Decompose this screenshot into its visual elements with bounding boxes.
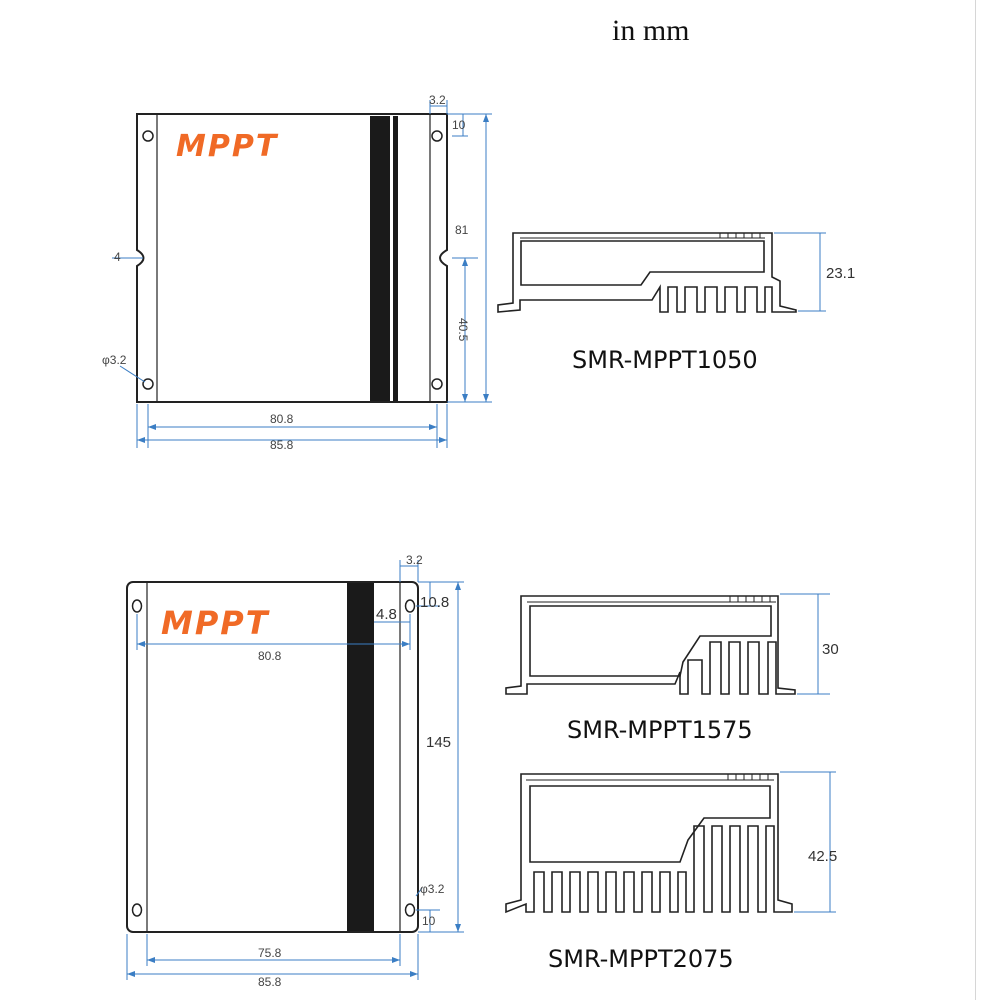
model-label-1050: SMR-MPPT1050 [572, 346, 758, 374]
dim-1050-lower-height: 40.5 [456, 318, 470, 342]
dim-1575-slot-offset: 4.8 [376, 606, 397, 623]
mppt1050-front-view: MPPT [102, 93, 492, 452]
mppt1575-front-view: MPPT [126, 553, 464, 989]
dim-1575-hole-span: 80.8 [258, 649, 282, 663]
dim-1050-outer-width: 85.8 [270, 438, 294, 452]
dim-1575-inner-width: 75.8 [258, 946, 282, 960]
dim-1050-top-edge: 10 [452, 118, 466, 132]
dim-1575-outer-width: 85.8 [258, 975, 282, 989]
mppt1050-profile-view: 23.1 [497, 232, 855, 313]
dim-1050-notch: 4 [114, 250, 121, 264]
dim-1575-bottom-edge: 10 [422, 914, 436, 928]
model-label-2075: SMR-MPPT2075 [548, 945, 734, 973]
mppt1575-profile-view: 30 [505, 593, 839, 695]
page-border [975, 0, 976, 1000]
dim-1575-top-edge: 10.8 [420, 594, 449, 611]
dim-1050-upper-height: 81 [455, 223, 469, 237]
dim-1575-profile-height: 30 [822, 641, 839, 658]
dim-2075-profile-height: 42.5 [808, 848, 837, 865]
dim-1050-inner-width: 80.8 [270, 412, 294, 426]
dim-1575-total-height: 145 [426, 734, 451, 751]
mppt1575-logo: MPPT [161, 604, 270, 642]
dim-1575-hole-offset: 3.2 [406, 553, 423, 567]
mppt2075-profile-view: 42.5 [505, 771, 837, 914]
dim-1050-hole-diameter: φ3.2 [102, 353, 127, 367]
dim-1575-hole-diameter: φ3.2 [420, 882, 445, 896]
mppt1050-logo: MPPT [176, 129, 279, 164]
dim-1050-hole-offset: 3.2 [429, 93, 446, 107]
dim-1050-profile-height: 23.1 [826, 265, 855, 282]
unit-title: in mm [612, 14, 690, 47]
model-label-1575: SMR-MPPT1575 [567, 716, 753, 744]
